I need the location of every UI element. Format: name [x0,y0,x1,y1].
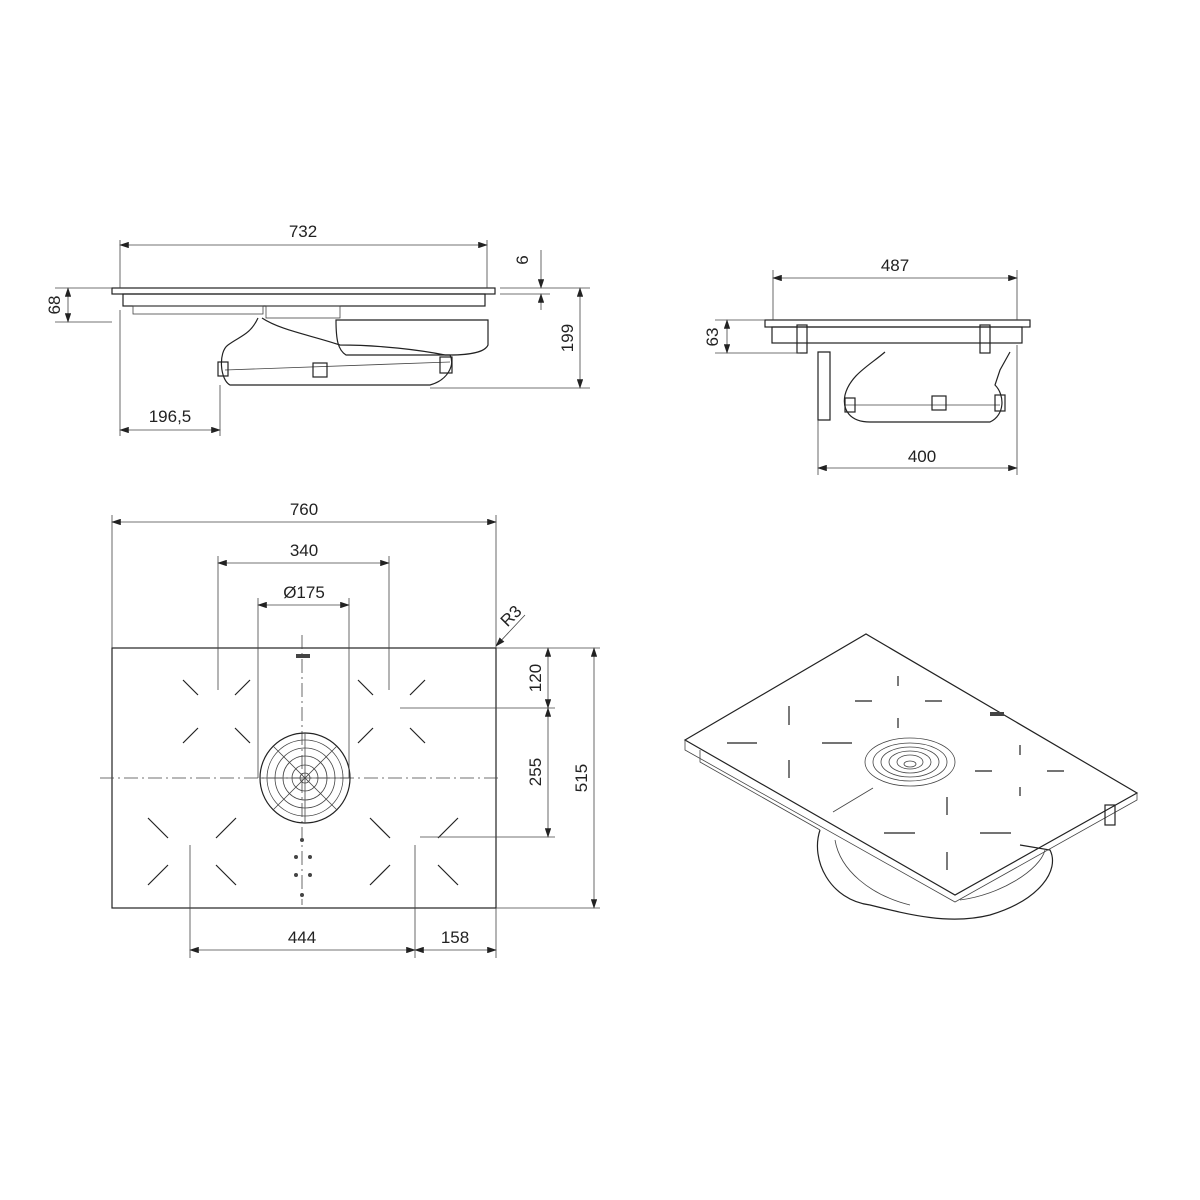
dim-glass-thickness: 6 [513,255,532,264]
dim-top-to-zone: 120 [526,664,545,692]
dim-plan-depth: 515 [572,764,591,792]
fan-grille [259,732,351,824]
dim-end-cut: 63 [703,328,722,347]
dim-end-depth: 400 [908,447,936,466]
iso-cooking-zone-marks [727,676,1064,870]
iso-brand-logo [990,712,1004,716]
dim-side-offset: 196,5 [149,407,192,426]
dim-zone-spacing: 340 [290,541,318,560]
dim-side-height: 199 [558,324,577,352]
dim-end-width: 487 [881,256,909,275]
iso-fan-grille [864,737,956,787]
dim-zone-pitch: 255 [526,758,545,786]
cooking-zone-marks [147,679,459,886]
dim-side-cut: 68 [45,296,64,315]
touch-controls [294,838,312,897]
side-view: 732 6 199 68 196,5 [45,222,590,436]
brand-logo [296,654,310,658]
dim-side-width: 732 [289,222,317,241]
plan-view: 760 340 Ø175 R3 120 255 515 444 158 [100,500,600,958]
dim-side-margin: 158 [441,928,469,947]
end-view: 487 63 400 [703,256,1031,475]
dim-fan-diameter: Ø175 [283,583,325,602]
dim-plan-width: 760 [290,500,318,519]
isometric-view [683,633,1139,920]
dim-bottom-zone-span: 444 [288,928,316,947]
dim-corner-radius: R3 [497,602,526,631]
